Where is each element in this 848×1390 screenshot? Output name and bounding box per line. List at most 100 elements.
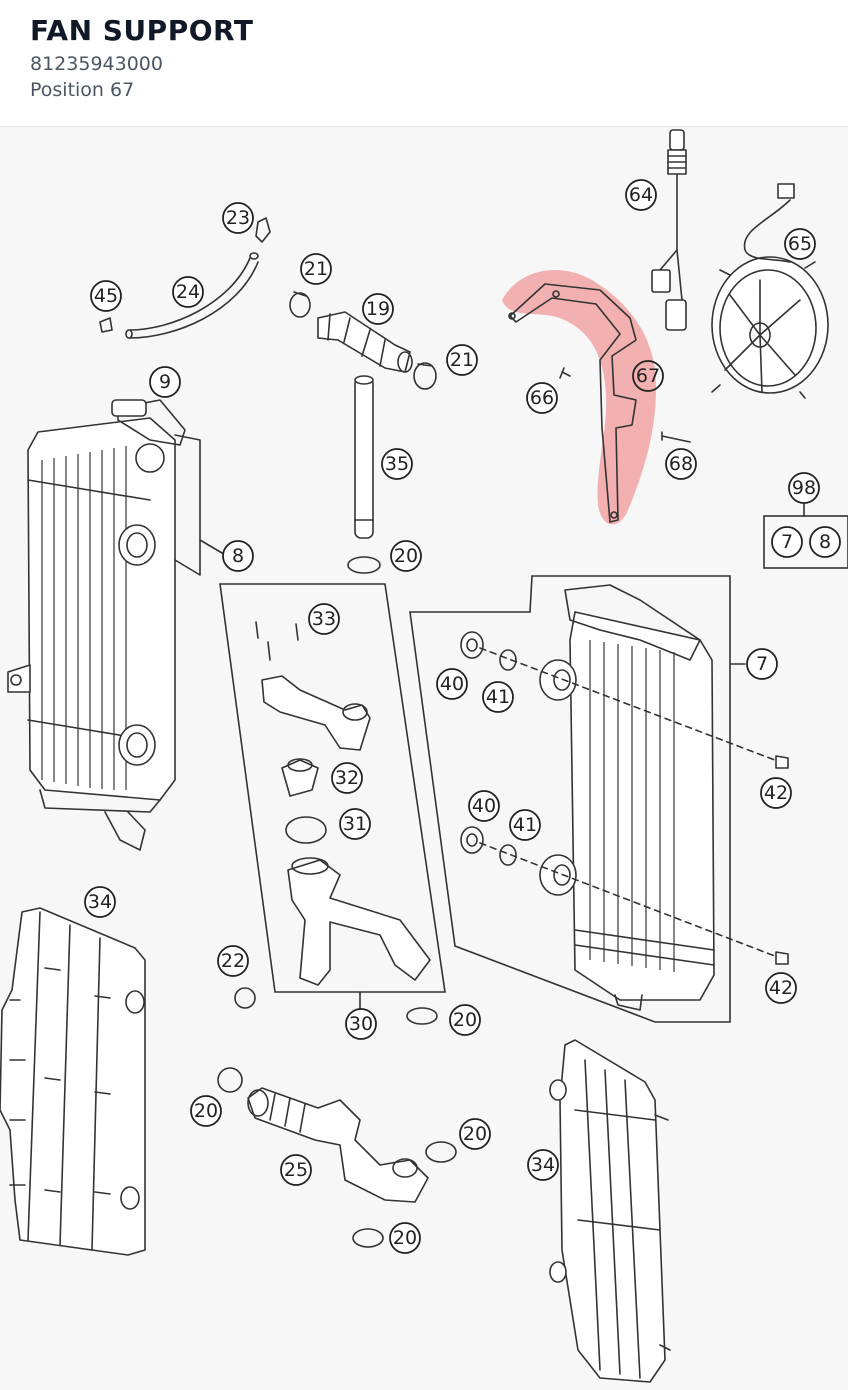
callout-42[interactable]: 42 [765,972,797,1004]
callout-34[interactable]: 34 [527,1149,559,1181]
radiator-shroud-left[interactable] [0,907,146,1256]
svg-text:19: 19 [366,298,390,320]
callout-19[interactable]: 19 [362,293,394,325]
callout-30[interactable]: 30 [345,1008,377,1040]
svg-text:34: 34 [531,1154,555,1176]
radiator-fan[interactable] [711,183,829,399]
callout-20[interactable]: 20 [459,1118,491,1150]
svg-text:98: 98 [792,477,816,499]
svg-text:33: 33 [312,608,336,630]
part-number: 81235943000 [30,53,163,75]
callout-7[interactable]: 7 [746,648,778,680]
callout-23[interactable]: 23 [222,202,254,234]
svg-text:21: 21 [304,258,328,280]
svg-text:41: 41 [486,686,510,708]
breather-hose[interactable] [125,252,259,339]
svg-text:40: 40 [472,795,496,817]
hose-clamp-20c[interactable] [217,1067,243,1093]
callout-21[interactable]: 21 [446,344,478,376]
callout-20[interactable]: 20 [390,540,422,572]
svg-text:31: 31 [343,813,367,835]
svg-text:42: 42 [764,782,788,804]
svg-text:21: 21 [450,349,474,371]
clip-45[interactable] [99,317,113,333]
clip-23[interactable] [255,217,271,243]
callout-67[interactable]: 67 [632,360,664,392]
callout-41[interactable]: 41 [509,809,541,841]
svg-text:45: 45 [94,285,118,307]
exploded-parts-diagram[interactable]: 23 45 24 21 19 21 9 35 8 20 64 65 67 66 … [0,127,848,1390]
hose-clamp-21b[interactable] [413,362,437,390]
svg-text:68: 68 [669,453,693,475]
radiator-hose-25[interactable] [247,1087,429,1203]
callout-20[interactable]: 20 [449,1004,481,1036]
callout-21[interactable]: 21 [300,253,332,285]
fan-support-bracket[interactable] [508,283,637,523]
callout-34[interactable]: 34 [84,886,116,918]
callout-9[interactable]: 9 [149,366,181,398]
screw-66[interactable] [559,367,571,379]
radiator-hose-19[interactable] [317,311,413,373]
hose-clamp-21a[interactable] [289,291,311,318]
callout-45[interactable]: 45 [90,280,122,312]
connecting-pipe[interactable] [354,375,374,539]
callout-25[interactable]: 25 [280,1154,312,1186]
callout-labels: 23 45 24 21 19 21 9 35 8 20 64 65 67 66 … [84,179,841,1254]
svg-text:9: 9 [159,371,171,393]
svg-text:66: 66 [530,387,554,409]
callout-32[interactable]: 32 [331,762,363,794]
svg-text:35: 35 [385,453,409,475]
svg-text:32: 32 [335,767,359,789]
radiator-shroud-right[interactable] [549,1039,671,1383]
callout-22[interactable]: 22 [217,945,249,977]
part-title: FAN SUPPORT [30,14,254,47]
callout-98[interactable]: 98 [788,472,820,504]
part-position: Position 67 [30,79,135,101]
part-header: FAN SUPPORT 81235943000 Position 67 [0,0,848,127]
callout-33[interactable]: 33 [308,603,340,635]
screw-68[interactable] [661,431,691,443]
callout-40[interactable]: 40 [436,668,468,700]
kit-98-box [763,515,848,569]
callout-35[interactable]: 35 [381,448,413,480]
callout-40[interactable]: 40 [468,790,500,822]
callout-41[interactable]: 41 [482,681,514,713]
svg-text:67: 67 [636,365,660,387]
svg-text:65: 65 [788,233,812,255]
callout-20[interactable]: 20 [389,1222,421,1254]
svg-text:8: 8 [232,545,244,567]
callout-65[interactable]: 65 [784,228,816,260]
temperature-switch[interactable] [651,129,687,331]
svg-text:7: 7 [756,653,768,675]
callout-42[interactable]: 42 [760,777,792,809]
right-radiator-assembly[interactable] [409,575,789,1023]
svg-text:30: 30 [349,1013,373,1035]
hose-clamp-20a[interactable] [347,556,381,574]
fan-support-highlight[interactable] [502,269,656,525]
svg-text:40: 40 [440,673,464,695]
hose-clamp-20b[interactable] [406,1007,438,1025]
svg-text:25: 25 [284,1159,308,1181]
svg-text:8: 8 [819,531,831,553]
svg-text:42: 42 [769,977,793,999]
callout-24[interactable]: 24 [172,276,204,308]
diagram-canvas: 23 45 24 21 19 21 9 35 8 20 64 65 67 66 … [0,129,848,1383]
hose-clamp-22[interactable] [234,987,256,1009]
hose-clamp-20d[interactable] [425,1141,457,1163]
callout-8[interactable]: 8 [222,540,254,572]
svg-text:20: 20 [463,1123,487,1145]
callout-64[interactable]: 64 [625,179,657,211]
callout-66[interactable]: 66 [526,382,558,414]
svg-text:64: 64 [629,184,653,206]
thermostat-housing-assembly[interactable] [219,583,446,1011]
left-radiator[interactable] [7,399,223,851]
callout-31[interactable]: 31 [339,808,371,840]
hose-clamp-20e[interactable] [352,1228,384,1248]
svg-text:7: 7 [781,531,793,553]
svg-text:20: 20 [394,545,418,567]
callout-20[interactable]: 20 [190,1095,222,1127]
callout-7[interactable]: 7 [771,526,803,558]
svg-text:20: 20 [393,1227,417,1249]
callout-8[interactable]: 8 [809,526,841,558]
callout-68[interactable]: 68 [665,448,697,480]
